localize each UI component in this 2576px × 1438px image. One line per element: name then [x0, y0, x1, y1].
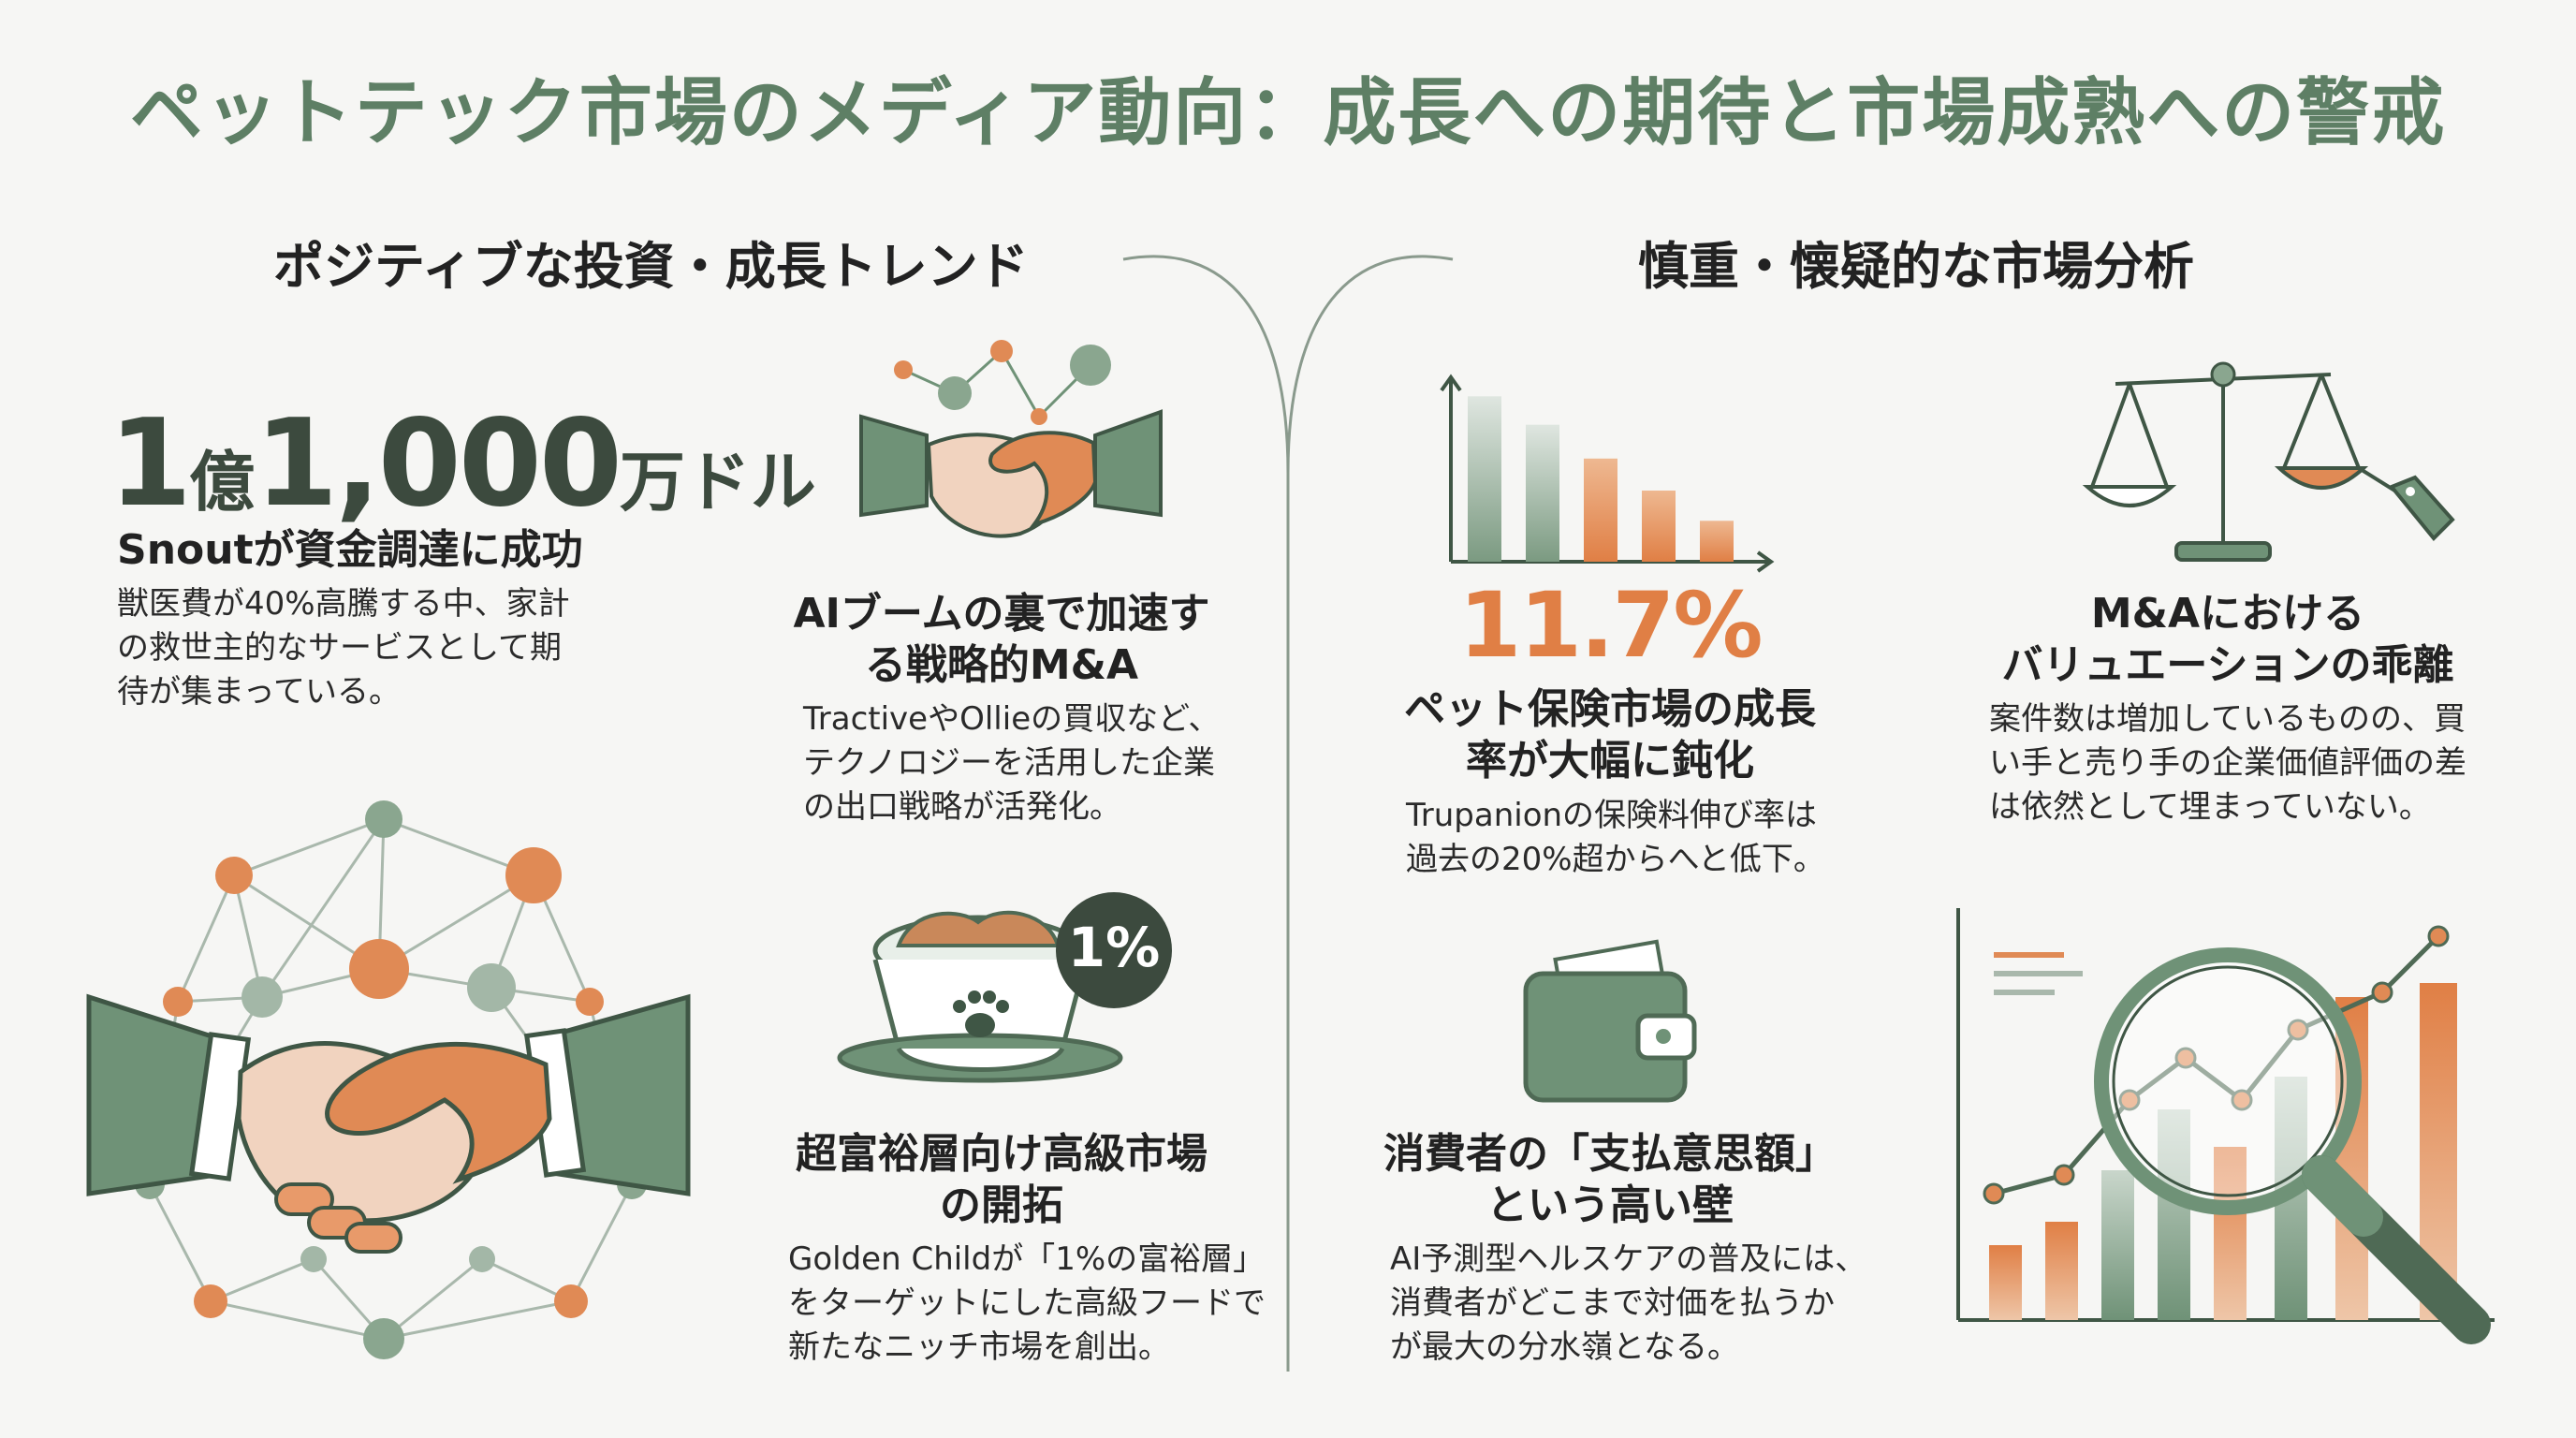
- valuation-body-line: 案件数は増加しているものの、買: [1989, 700, 2466, 738]
- declining-bar: [1526, 424, 1559, 562]
- funding-body-line: 待が集まっている。: [117, 672, 401, 711]
- premium-body: Golden Childが「1%の富裕層」 をターゲットにした高級フードで 新た…: [788, 1238, 1312, 1370]
- premium-badge-label: 1%: [1067, 916, 1161, 979]
- wtp-body: AI予測型ヘルスケアの普及には、 消費者がどこまで対価を払うか が最大の分水嶺と…: [1390, 1238, 1877, 1370]
- network-handshake-icon: [86, 800, 691, 1359]
- valuation-body: 案件数は増加しているものの、買 い手と売り手の企業価値評価の差 は依然として埋ま…: [1989, 697, 2513, 829]
- insurance-growth-stat: 11.7%: [1458, 573, 1763, 678]
- wtp-title-line: という高い壁: [1486, 1181, 1734, 1229]
- funding-body-line: の救世主的なサービスとして期: [117, 628, 562, 667]
- declining-bar: [1584, 458, 1617, 562]
- ma-body-line: の出口戦略が活発化。: [803, 787, 1121, 826]
- wtp-title-line: 消費者の「支払意思額」: [1383, 1130, 1837, 1178]
- declining-bar: [1700, 521, 1734, 562]
- funding-amount: 1億1,000万ドル: [109, 404, 816, 524]
- premium-body-line: 新たなニッチ市場を創出。: [788, 1328, 1170, 1366]
- insurance-body: Trupanionの保険料伸び率は 過去の20%超からへと低下。: [1406, 794, 1855, 882]
- funding-amount-num2: 1,000: [255, 394, 622, 534]
- insurance-title-line: 率が大幅に鈍化: [1466, 737, 1754, 785]
- magnifier-chart-icon: [1956, 908, 2495, 1344]
- funding-body: 獣医費が40%高騰する中、家計 の救世主的なサービスとして期 待が集まっている。: [117, 582, 604, 714]
- ma-body-line: テクノロジーを活用した企業: [803, 743, 1215, 782]
- insurance-title: ペット保険市場の成長 率が大幅に鈍化: [1376, 683, 1844, 786]
- funding-body-line: 獣医費が40%高騰する中、家計: [117, 585, 570, 623]
- insurance-title-line: ペット保険市場の成長: [1404, 685, 1816, 733]
- premium-body-line: をターゲットにした高級フードで: [788, 1284, 1266, 1322]
- center-divider: [1122, 255, 1454, 1372]
- premium-title-line: の開拓: [940, 1181, 1063, 1229]
- valuation-title: M&Aにおける バリュエーションの乖離: [1966, 588, 2490, 691]
- insurance-body-line: 過去の20%超からへと低下。: [1406, 840, 1825, 878]
- page-title: ペットテック市場のメディア動向：成長への期待と市場成熟への警戒: [129, 71, 2447, 155]
- premium-title: 超富裕層向け高級市場 の開拓: [768, 1128, 1236, 1231]
- ma-handshake-icon: [859, 340, 1163, 538]
- ma-body: TractiveやOllieの買収など、 テクノロジーを活用した企業 の出口戦略…: [803, 697, 1290, 829]
- wtp-title: 消費者の「支払意思額」 という高い壁: [1376, 1128, 1844, 1231]
- valuation-title-line: M&Aにおける: [2090, 590, 2365, 638]
- wallet-icon: [1523, 939, 1697, 1103]
- valuation-body-line: は依然として埋まっていない。: [1989, 787, 2431, 826]
- funding-amount-num1: 1: [109, 394, 192, 534]
- ma-title: AIブームの裏で加速す る戦略的M&A: [768, 588, 1236, 691]
- ma-title-line: る戦略的M&A: [864, 641, 1139, 689]
- wtp-body-line: AI予測型ヘルスケアの普及には、: [1390, 1240, 1867, 1278]
- wtp-body-line: が最大の分水嶺となる。: [1390, 1328, 1739, 1366]
- funding-amount-unit2: 万ドル: [619, 444, 816, 521]
- valuation-title-line: バリュエーションの乖離: [2001, 641, 2454, 689]
- premium-body-line: Golden Childが「1%の富裕層」: [788, 1240, 1266, 1278]
- premium-title-line: 超富裕層向け高級市場: [796, 1130, 1208, 1178]
- pet-food-bowl-icon: [837, 910, 1123, 1083]
- left-section-heading: ポジティブな投資・成長トレンド: [273, 237, 1029, 296]
- funding-title: Snoutが資金調達に成功: [117, 526, 583, 574]
- ma-title-line: AIブームの裏で加速す: [793, 590, 1210, 638]
- insurance-body-line: Trupanionの保険料伸び率は: [1406, 797, 1818, 834]
- declining-bar-chart: [1440, 374, 1775, 573]
- declining-bar: [1642, 491, 1676, 562]
- valuation-body-line: い手と売り手の企業価値評価の差: [1989, 743, 2466, 782]
- declining-bar: [1468, 396, 1501, 562]
- right-section-heading: 慎重・懐疑的な市場分析: [1638, 237, 2194, 296]
- premium-badge: [1056, 892, 1172, 1008]
- ma-body-line: TractiveやOllieの買収など、: [803, 700, 1221, 738]
- funding-amount-unit1: 億: [189, 444, 256, 521]
- balance-scale-icon: [2082, 361, 2455, 562]
- wtp-body-line: 消費者がどこまで対価を払うか: [1390, 1284, 1835, 1322]
